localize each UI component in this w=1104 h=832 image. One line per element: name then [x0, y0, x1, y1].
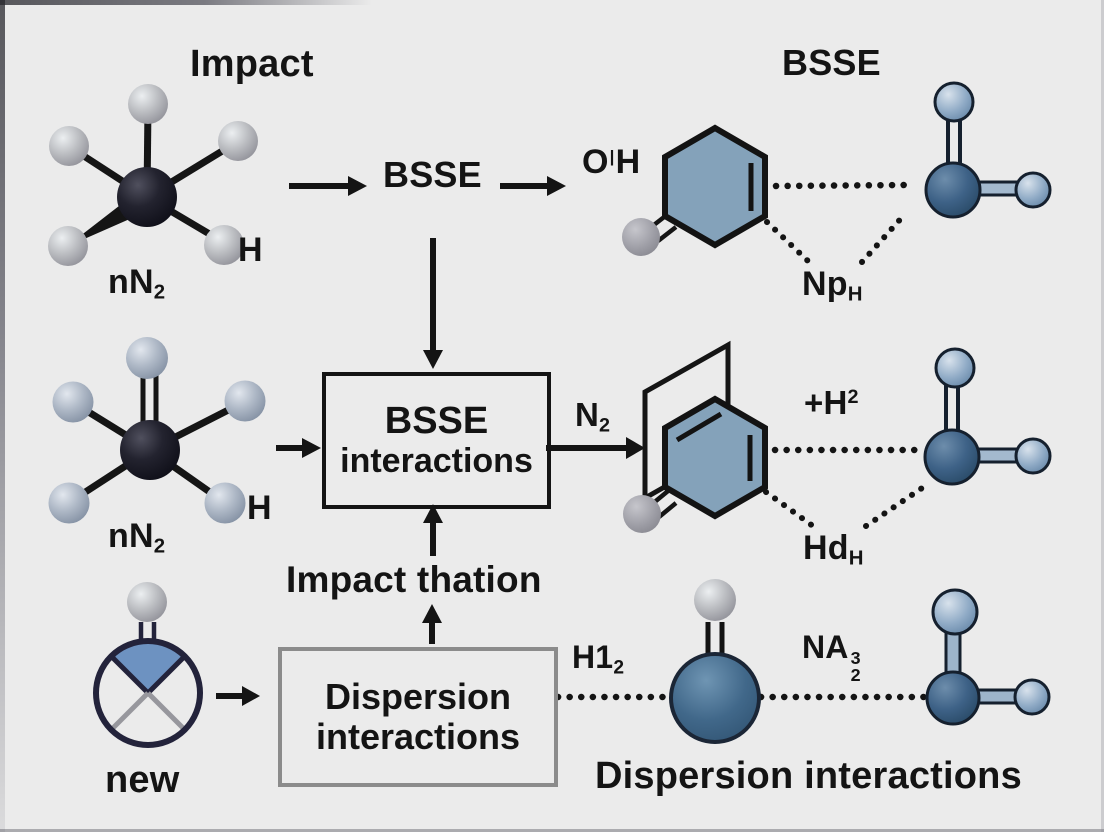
arrow-up-icon [422, 604, 442, 644]
arrow-right-icon [500, 176, 566, 196]
water-molecule-a-icon [924, 81, 1052, 219]
plus-h2-label: +H2 [804, 384, 859, 421]
new-label: new [105, 759, 180, 801]
water-molecule-c-icon [925, 588, 1051, 726]
dotted-bond-lines-icon [764, 181, 910, 265]
benzene-ring-a-icon [622, 124, 768, 256]
dispersion-box-line2: interactions [315, 716, 521, 757]
arrow-down-icon [423, 238, 443, 369]
dispersion-box-line1: Dispersion [324, 675, 512, 717]
arrow-right-icon [216, 686, 260, 706]
molecule-nn2-a-icon [48, 84, 258, 266]
bsse-box-line1: BSSE [384, 399, 489, 442]
impact-title: Impact [190, 43, 314, 85]
bsse-interactions-box: BSSE interactions [322, 372, 551, 509]
impact-thation-label: Impact thation [286, 559, 542, 600]
h-atom-label-b: H [247, 489, 272, 527]
molecule-label-nn2-b: nN2 [108, 517, 166, 558]
big-sphere-molecule-icon [669, 579, 761, 744]
np-label: NpH [802, 265, 863, 306]
arrow-up-icon [423, 504, 443, 556]
pie-circle-molecule-icon [93, 582, 203, 748]
dispersion-caption: Dispersion interactions [595, 755, 1022, 797]
n2-label: N2 [575, 396, 611, 437]
hd-label: HdH [803, 529, 864, 570]
dotted-bond-lines-icon [763, 446, 931, 532]
arrow-right-icon [276, 438, 321, 458]
oh-label: O|H [582, 143, 641, 181]
bsse-box-line2: interactions [340, 441, 533, 480]
benzene-ring-b-icon [623, 395, 768, 533]
bsse-flow-label: BSSE [383, 154, 482, 195]
h12-label: H12 [572, 639, 625, 679]
arrow-right-icon [289, 176, 367, 196]
bsse-right-title: BSSE [782, 42, 881, 83]
molecule-nn2-b-icon [48, 337, 266, 524]
arrow-right-icon [546, 437, 645, 459]
molecule-label-nn2-a: nN2 [108, 263, 166, 304]
water-molecule-b-icon [923, 347, 1052, 486]
dispersion-interactions-box: Dispersion interactions [278, 647, 558, 787]
h-atom-label-a: H [238, 231, 263, 269]
